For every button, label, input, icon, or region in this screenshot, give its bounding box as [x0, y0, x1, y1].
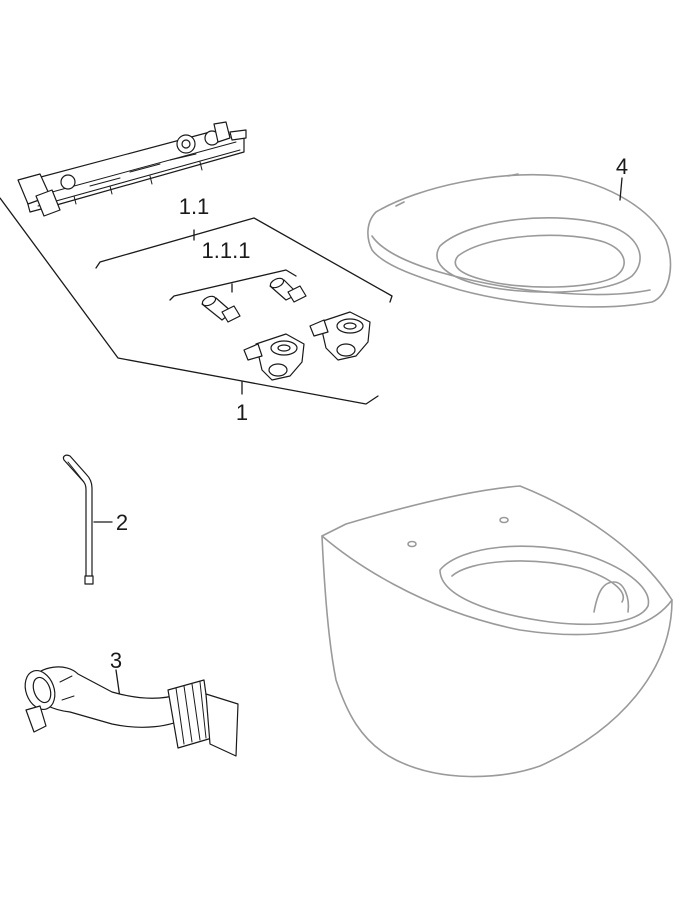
- fixing-clamp-left: [243, 333, 305, 381]
- label-item-1-1-1: 1.1.1: [202, 238, 251, 263]
- toilet-seat: [367, 173, 672, 308]
- set-1-1-bracket: [95, 217, 393, 303]
- set-1-bracket: [0, 197, 379, 405]
- mounting-rail: [17, 121, 247, 217]
- hex-key: [62, 454, 94, 585]
- wc-bowl: [321, 485, 673, 778]
- label-item-3: 3: [110, 648, 122, 673]
- set-1-1-1-bracket: [169, 269, 297, 301]
- label-item-1-1: 1.1: [179, 194, 210, 219]
- fixing-clamp-right: [309, 311, 371, 361]
- label-item-1: 1: [236, 400, 248, 425]
- threaded-pin-right: [269, 277, 307, 303]
- label-item-2: 2: [116, 510, 128, 535]
- label-item-4: 4: [616, 154, 628, 179]
- connector-pipe: [24, 666, 239, 757]
- threaded-pin-left: [201, 295, 241, 323]
